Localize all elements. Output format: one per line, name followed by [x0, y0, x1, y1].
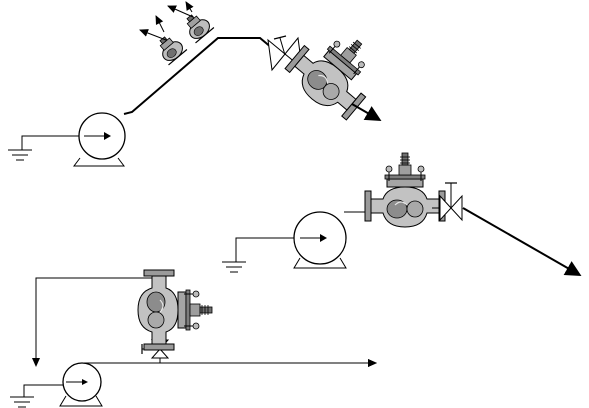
- flow-arrow-icon: [462, 207, 582, 276]
- ground-icon: [221, 261, 247, 273]
- recirculation-line: [9, 269, 377, 408]
- control-valve-icon: [137, 269, 213, 351]
- air-release-valve-icon: [179, 8, 215, 44]
- uphill-line: [7, 1, 391, 167]
- air-release-valve-icon: [152, 30, 188, 66]
- ground-icon: [7, 149, 33, 161]
- control-valve-icon: [280, 15, 391, 126]
- control-valve-icon: [364, 152, 446, 228]
- suction-pipe: [235, 234, 317, 262]
- gate-valve-icon: [267, 35, 303, 72]
- pump-icon: [293, 211, 347, 269]
- suction-pipe: [21, 132, 101, 150]
- suction-pipe: [23, 381, 79, 397]
- pump-icon: [73, 112, 126, 167]
- pump-icon: [59, 362, 103, 407]
- discharge-pipe: [123, 37, 273, 115]
- flow-arrow-icon: [351, 103, 382, 121]
- ground-icon: [9, 396, 35, 408]
- downhill-line: [221, 152, 582, 276]
- gate-valve-icon: [432, 182, 463, 222]
